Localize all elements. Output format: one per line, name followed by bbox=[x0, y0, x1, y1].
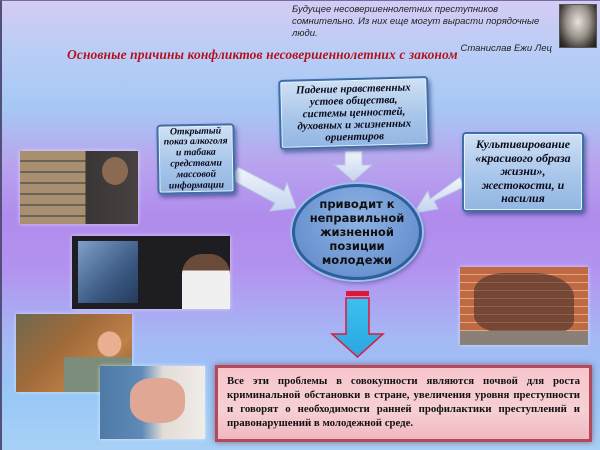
author-portrait bbox=[559, 4, 597, 48]
cause-text: Падение нравственных устоев общества, си… bbox=[295, 81, 412, 144]
photo-boy-watching-tv bbox=[72, 236, 230, 309]
quote-text: Будущее несовершеннолетних преступников … bbox=[292, 4, 540, 39]
photo-fight-shadow bbox=[460, 267, 588, 345]
arrow-down-main-icon bbox=[330, 291, 385, 359]
cause-box-alcohol-tobacco-media: Открытый показ алкоголя и табака средств… bbox=[156, 123, 236, 195]
epigraph-quote: Будущее несовершеннолетних преступников … bbox=[292, 4, 552, 55]
result-text: приводит к неправильной жизненной позици… bbox=[309, 197, 405, 267]
photo-boy-against-wall bbox=[20, 151, 138, 224]
result-circle: приводит к неправильной жизненной позици… bbox=[292, 184, 422, 280]
cause-text: Открытый показ алкоголя и табака средств… bbox=[163, 125, 228, 192]
photo-handcuffed-hands bbox=[100, 366, 205, 439]
arrow-left-to-center-icon bbox=[229, 166, 297, 212]
cause-text: Культивирование «красивого образа жизни»… bbox=[475, 137, 571, 206]
arrow-down-top-icon bbox=[333, 150, 374, 182]
conclusion-text: Все эти проблемы в совокупности являются… bbox=[227, 375, 580, 429]
cause-box-cult-of-luxury-violence: Культивирование «красивого образа жизни»… bbox=[462, 132, 584, 212]
cause-box-moral-decline: Падение нравственных устоев общества, си… bbox=[278, 76, 430, 150]
arrow-right-to-center-icon bbox=[412, 176, 465, 214]
slide-title: Основные причины конфликтов несовершенно… bbox=[67, 47, 458, 62]
quote-author: Станислав Ежи Лец bbox=[460, 43, 552, 54]
conclusion-box: Все эти проблемы в совокупности являются… bbox=[215, 365, 592, 442]
